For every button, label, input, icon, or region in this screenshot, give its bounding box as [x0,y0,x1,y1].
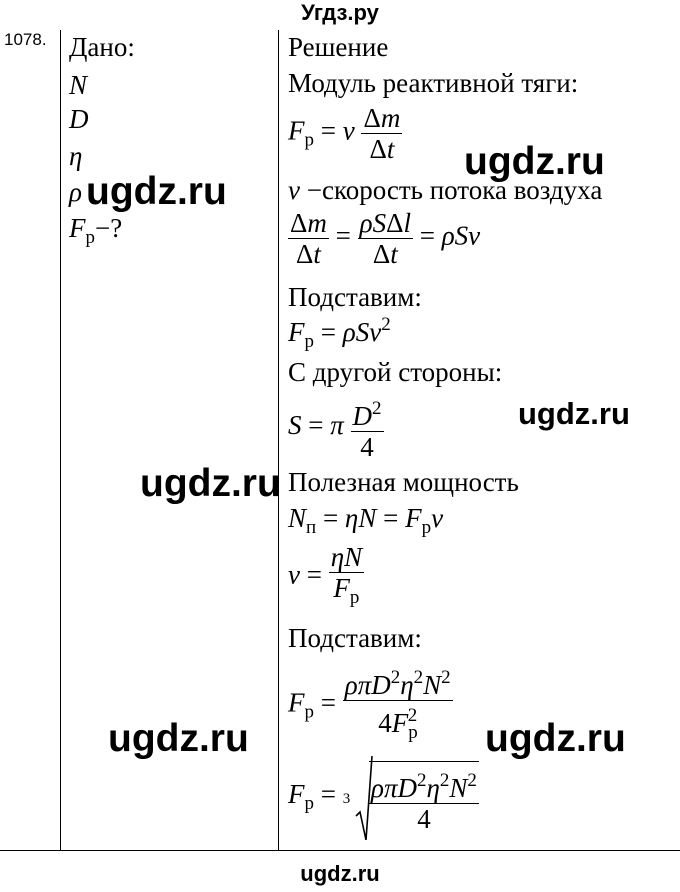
given-var-eta: η [69,141,83,171]
radical-sign-icon [355,755,373,841]
watermark-5: ugdz.ru [108,717,249,760]
solution-title: Решение [288,32,389,62]
formula-thrust-rho: Fр = ρSv2 [288,314,391,352]
given-unknown: Fр−? [69,212,122,254]
formula-power: Nп = ηN = Fрv [288,503,444,538]
velocity-definition: v −скорость потока воздуха [288,175,603,205]
thrust-label: Модуль реактивной тяги: [288,68,579,98]
velocity-label: −скорость потока воздуха [306,175,603,205]
watermark-2: ugdz.ru [464,140,605,183]
table-bottom-border [0,850,680,851]
useful-power-label: Полезная мощность [288,467,519,497]
cube-root-index: 3 [342,791,351,808]
other-side-label: С другой стороны: [288,357,503,387]
site-footer-link[interactable]: ugdz.ru [300,861,380,886]
substitute-label-1: Подставим: [288,282,422,312]
given-var-rho: ρ [69,177,82,207]
substitute-label-2: Подставим: [288,623,422,653]
watermark-4: ugdz.ru [140,462,281,505]
unknown-symbol: F [69,213,86,243]
watermark-6: ugdz.ru [485,717,626,760]
given-title: Дано: [69,32,135,62]
watermark-3: ugdz.ru [518,396,630,431]
problem-number: 1078. [4,30,47,49]
site-header-title: Угдз.ру [301,0,379,25]
table-column-divider [278,30,279,850]
given-var-D: D [69,104,89,134]
table-left-border [60,30,61,850]
unknown-subscript: р [85,227,96,248]
unknown-tail: −? [95,213,123,243]
given-var-N: N [69,70,88,100]
watermark-1: ugdz.ru [86,170,227,213]
